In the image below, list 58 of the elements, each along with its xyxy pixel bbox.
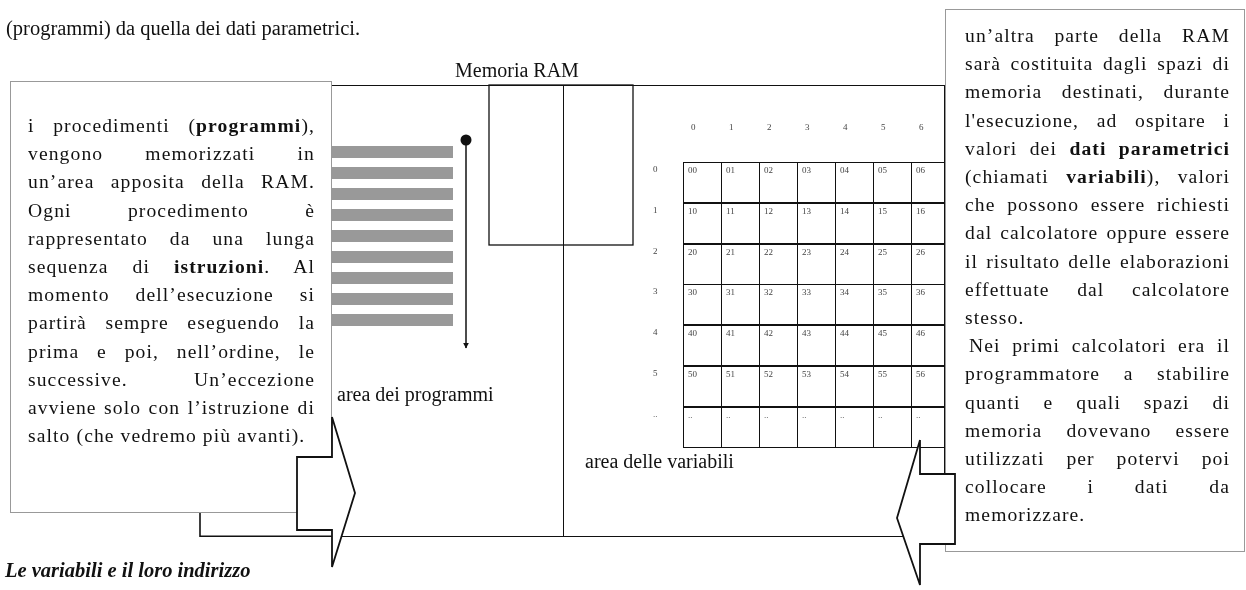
memory-cell: 41 [721,325,760,367]
row-index: .. [653,408,658,419]
column-index: 3 [805,122,810,132]
memory-cell: 03 [797,162,836,203]
memory-cell: .. [721,406,760,448]
callout-text: un’altra parte della RAM sarà costituita dagli spazi di memoria destinati, durante l'esecuzione, ad ospitare i valori dei dati parametrici (chiamati variabili), valori che possono essere richiesti dal calcolatore oppure essere il risultato delle elaborazioni effettuate dal calcolatore stesso. [965,24,1230,331]
row-index: 4 [653,327,658,338]
memory-cell: .. [835,406,874,448]
section-heading: Le variabili e il loro indirizzo [5,559,251,582]
row-index: 3 [653,286,658,297]
memory-cell: 01 [721,162,760,203]
column-index: 1 [729,122,734,132]
area-label: area delle variabili [585,450,734,473]
memory-cell: 40 [683,325,722,367]
area-label: area dei programmi [337,383,494,406]
callout-text: i procedimenti (programmi), vengono memorizzati in un’area apposita della RAM. Ogni procedimento è rappresentato da una lunga sequenza di istruzioni. Al momento dell’esecuzione si partirà sempre eseguendo la prima e poi, nell’ordine, le successive. Un’eccezione avviene solo con l’istruzione di salto (che vedremo più avanti). [28,114,315,449]
callout-box [945,9,1245,552]
memory-cell: 50 [683,366,722,407]
row-index: 2 [653,245,658,256]
callout-box [10,81,332,513]
memory-cell: 43 [797,325,836,367]
callout-arrow [896,439,956,586]
memory-cell: 13 [797,202,836,244]
memory-cell: .. [797,406,836,448]
callout-text: Nei primi calcolatori era il programmatore a stabilire quanti e quali spazi di memoria dovevano essere utilizzati per potervi poi collocare i dati da memorizzare. [965,334,1230,528]
memory-cell: .. [759,406,798,448]
memory-cell: 05 [873,162,912,203]
memory-title: Memoria RAM [455,59,579,82]
column-index: 6 [919,122,924,132]
memory-cell: 45 [873,325,912,367]
column-index: 2 [767,122,772,132]
memory-cell: 14 [835,202,874,244]
column-index: 5 [881,122,886,132]
memory-cell: 42 [759,325,798,367]
memory-cell: 44 [835,325,874,367]
callout-arrow [296,416,356,568]
memory-cell: 12 [759,202,798,244]
memory-cell: 30 [683,284,722,326]
memory-cell: 11 [721,202,760,244]
memory-cell: 02 [759,162,798,203]
row-index: 0 [653,164,658,174]
column-index: 0 [691,122,696,132]
row-index: 5 [653,368,658,378]
memory-cell: 51 [721,366,760,407]
memory-cell: .. [683,406,722,448]
body-text: (programmi) da quella dei dati parametrici. [6,17,361,40]
memory-cell: 10 [683,202,722,244]
memory-cell: 52 [759,366,798,407]
column-index: 4 [843,122,848,132]
memory-cell: .. [873,406,912,448]
memory-cell: 04 [835,162,874,203]
memory-cell: 00 [683,162,722,203]
memory-cell: 20 [683,243,722,285]
memory-cell: 54 [835,366,874,407]
memory-cell: 55 [873,366,912,407]
memory-cell: 15 [873,202,912,244]
row-index: 1 [653,204,658,215]
memory-cell: 53 [797,366,836,407]
